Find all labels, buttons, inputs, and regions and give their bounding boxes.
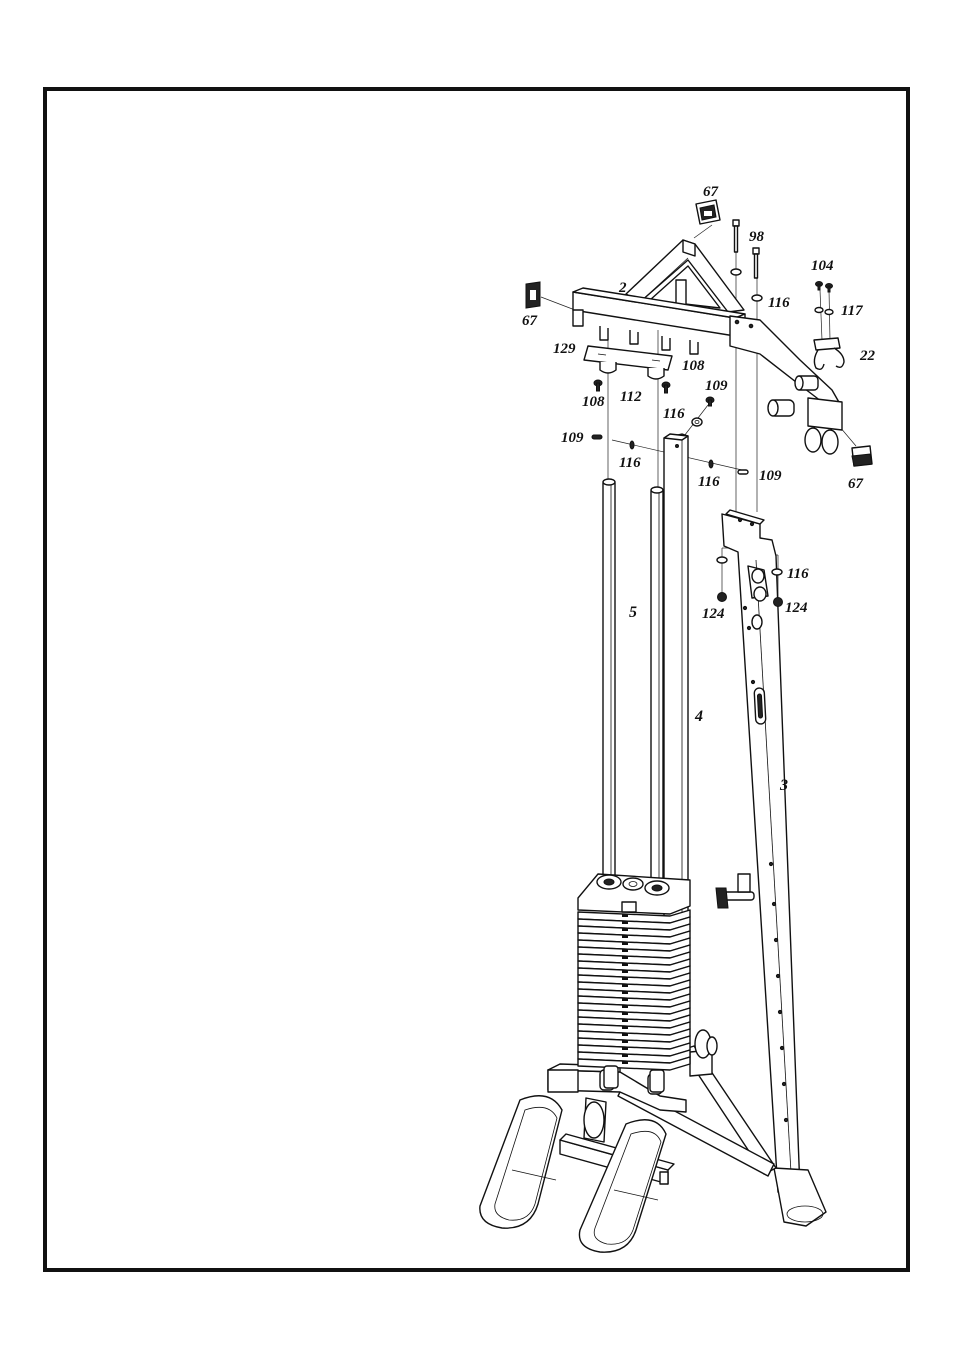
weight-plate-hole <box>622 949 628 952</box>
weight-plate-hole <box>622 1019 628 1022</box>
callout-108-right: 108 <box>682 358 705 374</box>
callout-109-right: 109 <box>759 468 782 484</box>
foot-pedal-left <box>480 1096 562 1228</box>
weight-plate-hole <box>622 1040 628 1043</box>
end-cap-left <box>526 282 540 308</box>
callout-109-top: 109 <box>705 378 728 394</box>
callout-2: 2 <box>618 280 627 296</box>
weight-plate-hole <box>622 998 628 1001</box>
callout-104: 104 <box>811 258 834 274</box>
top-frame <box>573 240 842 454</box>
bolts-104 <box>815 282 833 315</box>
callout-108-left: 108 <box>582 394 605 410</box>
callout-67-left: 67 <box>522 313 538 329</box>
weight-plate-hole <box>622 1005 628 1008</box>
callout-129: 129 <box>553 341 576 357</box>
selector-pin <box>716 874 754 908</box>
callout-5: 5 <box>629 604 637 621</box>
callout-116-top: 116 <box>768 295 790 311</box>
callout-labels: 67 98 104 116 117 22 2 67 129 108 109 10… <box>522 184 876 794</box>
weight-plate-hole <box>622 984 628 987</box>
weight-plate-hole <box>622 977 628 980</box>
weight-plate-hole <box>622 928 628 931</box>
end-cap-top <box>696 200 720 224</box>
weight-plate-hole <box>622 921 628 924</box>
weight-plates <box>578 910 690 1070</box>
end-cap-right <box>852 446 872 466</box>
plate-129 <box>584 346 672 379</box>
callout-98: 98 <box>749 229 765 245</box>
callout-116-lower: 116 <box>787 566 809 582</box>
weight-plate-hole <box>622 1054 628 1057</box>
callout-116-left: 116 <box>619 455 641 471</box>
hook-22 <box>814 338 844 369</box>
callout-112: 112 <box>620 389 642 405</box>
weight-plate-hole <box>622 1047 628 1050</box>
callout-22: 22 <box>859 348 876 364</box>
callout-67-right: 67 <box>848 476 864 492</box>
callout-109-left: 109 <box>561 430 584 446</box>
weight-plate-hole <box>622 1012 628 1015</box>
callout-117: 117 <box>841 303 863 319</box>
callout-116-mid: 116 <box>663 406 685 422</box>
weight-plate-hole <box>622 1026 628 1029</box>
weight-plate-hole <box>622 942 628 945</box>
weight-plate-hole <box>622 935 628 938</box>
weight-plate-hole <box>622 956 628 959</box>
guide-rods <box>603 479 663 880</box>
weight-stack <box>578 874 690 1092</box>
weight-plate-hole <box>622 970 628 973</box>
callout-124-left: 124 <box>702 606 725 622</box>
callout-3: 3 <box>779 777 788 794</box>
callout-116-right: 116 <box>698 474 720 490</box>
callout-4: 4 <box>694 708 703 725</box>
weight-plate-hole <box>622 963 628 966</box>
weight-plate-hole <box>622 1033 628 1036</box>
weight-plate-hole <box>622 991 628 994</box>
callout-67-top: 67 <box>703 184 719 200</box>
callout-124-right: 124 <box>785 600 808 616</box>
weight-plate-hole <box>622 914 628 917</box>
weight-plate-hole <box>622 1061 628 1064</box>
